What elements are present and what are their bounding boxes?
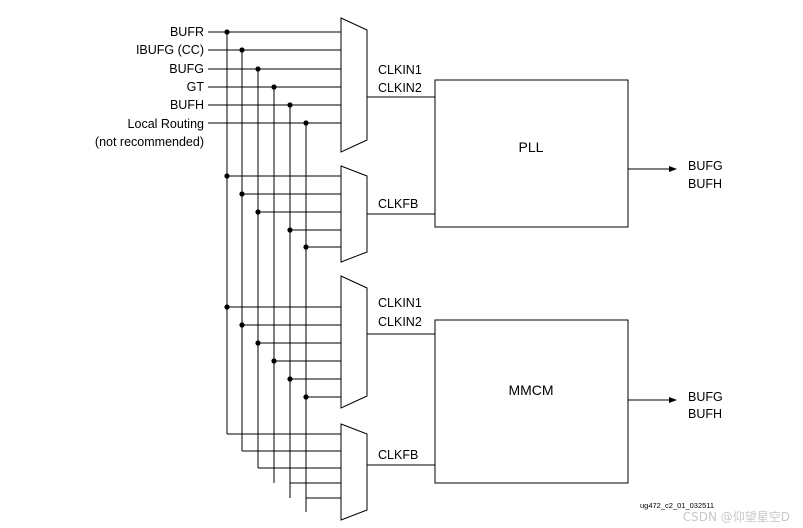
input-label-bufg: BUFG xyxy=(169,62,204,76)
pll-block xyxy=(434,79,629,228)
figure-id: ug472_c2_01_032511 xyxy=(640,501,714,510)
mux2-wires xyxy=(227,175,341,248)
pll-out-bufh: BUFH xyxy=(688,177,722,191)
junction-dots xyxy=(224,29,309,400)
pll-clkin1-label: CLKIN1 xyxy=(378,63,422,77)
pll-clkin2-label: CLKIN2 xyxy=(378,81,422,95)
mmcm-block xyxy=(434,319,629,484)
mux-pll-clkin xyxy=(340,17,368,153)
mmcm-clkin1-label: CLKIN1 xyxy=(378,296,422,310)
input-label-local-routing: Local Routing xyxy=(128,117,204,131)
mmcm-clkfb-label: CLKFB xyxy=(378,448,418,462)
mux4-wires xyxy=(227,433,341,499)
mux-mmcm-clkin xyxy=(340,275,368,409)
vertical-bus xyxy=(226,32,307,512)
mmcm-out-bufg: BUFG xyxy=(688,390,723,404)
mux-pll-clkfb xyxy=(340,165,368,263)
watermark: CSDN @仰望星空D xyxy=(683,509,790,524)
input-label-not-recommended: (not recommended) xyxy=(95,135,204,149)
pll-clkfb-label: CLKFB xyxy=(378,197,418,211)
mmcm-out-bufh: BUFH xyxy=(688,407,722,421)
input-label-gt: GT xyxy=(187,80,205,94)
mux-mmcm-clkfb xyxy=(340,423,368,521)
input-label-bufr: BUFR xyxy=(170,25,204,39)
input-label-ibufg: IBUFG (CC) xyxy=(136,43,204,57)
pll-title: PLL xyxy=(519,139,544,155)
mux3-wires xyxy=(227,306,341,398)
mmcm-clkin2-label: CLKIN2 xyxy=(378,315,422,329)
mmcm-title: MMCM xyxy=(508,382,553,398)
pll-out-bufg: BUFG xyxy=(688,159,723,173)
input-label-bufh: BUFH xyxy=(170,98,204,112)
